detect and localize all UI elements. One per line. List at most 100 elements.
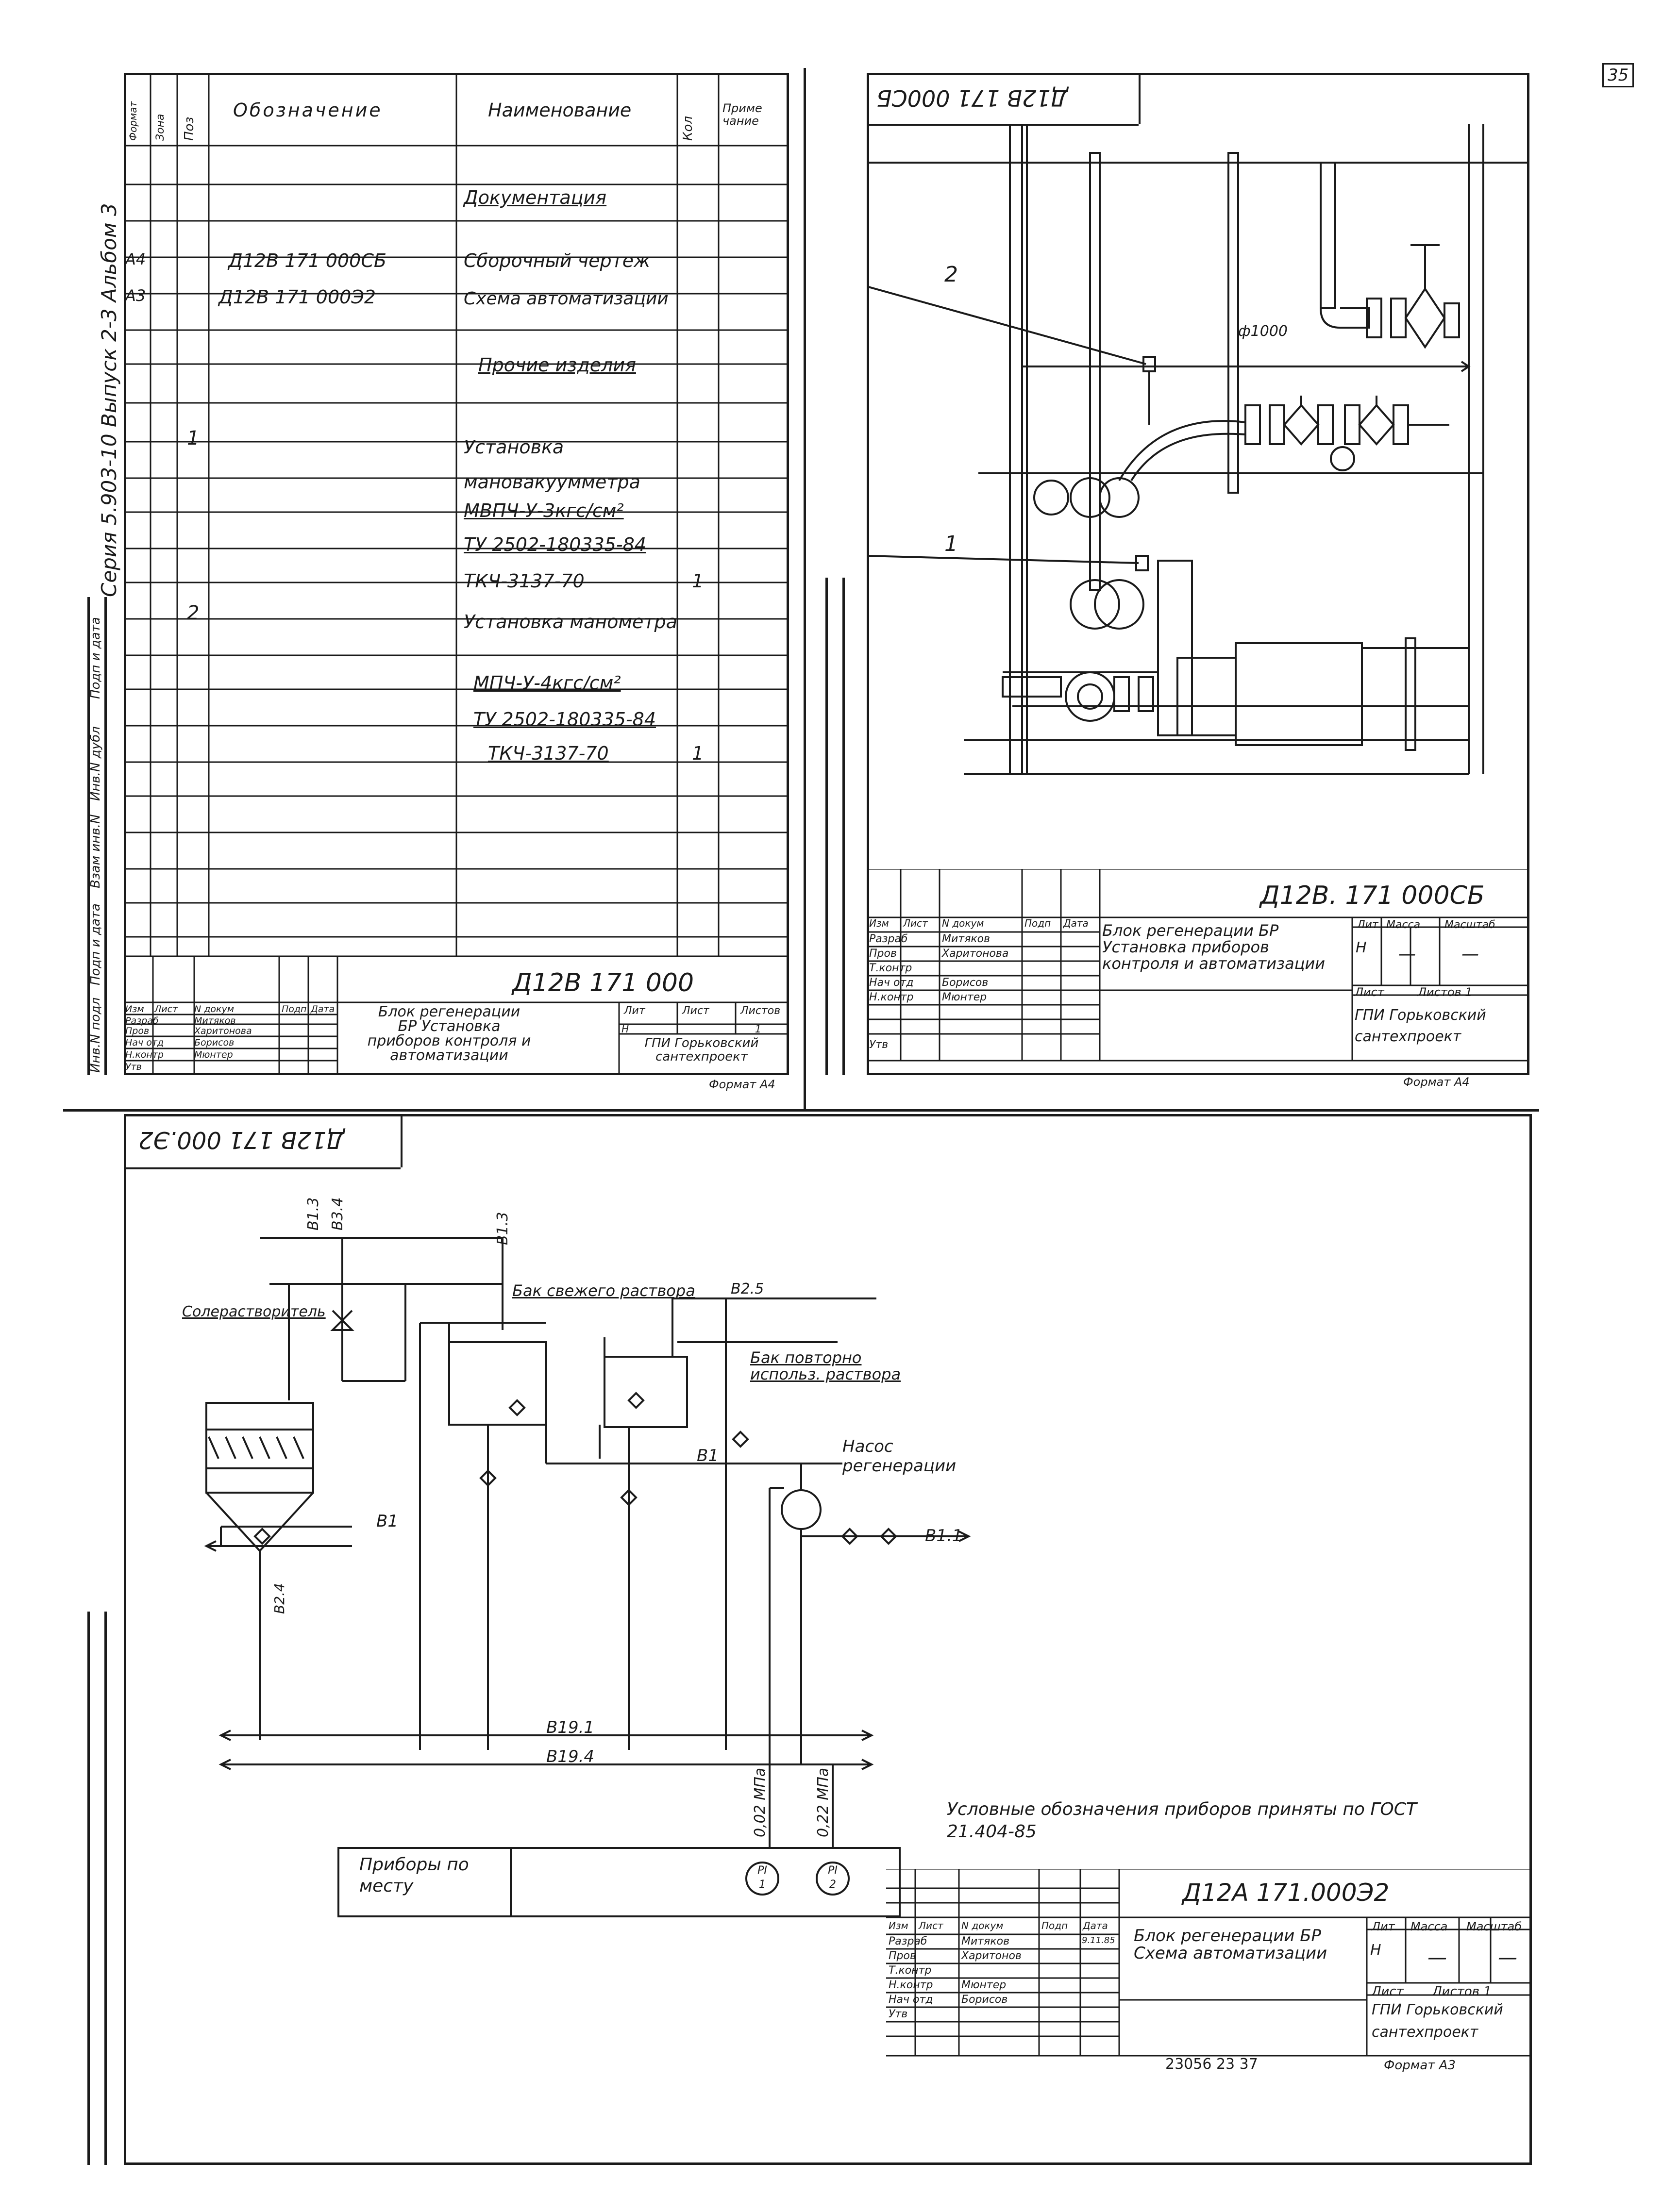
stamp-line [124, 1167, 401, 1169]
tb-label: Изм [889, 1920, 908, 1931]
spec-row-section: Прочие изделия [478, 354, 636, 376]
tb-role: Н.контр [869, 991, 914, 1003]
tb-role: Разраб [889, 1935, 927, 1947]
automation-scheme-drawing: В1.3 В3.4 В1.3 В2.5 В1 В1 В1.1 В19.1 В19… [204, 1197, 971, 1847]
tb-label: Изм [869, 917, 889, 929]
label-fresh-tank: Бак свежего раствора [512, 1281, 695, 1300]
sheet2-org: ГПИ Горьковский сантехпроект [1355, 1007, 1486, 1045]
spec-row-pos: 1 [187, 427, 200, 449]
side-field-inv-dup: Инв.N дубл [88, 726, 103, 801]
pressure-label-2: 0,22 МПа [815, 1768, 832, 1837]
tb-role-name: Мюнтер [942, 991, 987, 1003]
spec-row-section: Документация [464, 187, 607, 208]
instrument-code: PI [757, 1864, 767, 1877]
sheet2-format: Формат А4 [1403, 1075, 1470, 1089]
tb-role-name: Митяков [194, 1015, 236, 1026]
pressure-label-1: 0,02 МПа [752, 1768, 769, 1837]
spec-row-designation: Д12В 171 000Э2 [218, 286, 376, 308]
tb-lit-hdr: Лист [682, 1005, 709, 1017]
tb-lit-val: — [1427, 1946, 1447, 1969]
tb-role-name: Мюнтер [961, 1979, 1007, 1991]
pipe-label-b13: В1.3 [305, 1197, 322, 1231]
pipe-label-b1: В1 [376, 1512, 398, 1531]
hdr-name: Наименование [488, 100, 632, 121]
hdr-format: Формат [127, 101, 139, 141]
tb-lit-val: Н [1356, 939, 1367, 956]
pipe-label-b11: В1.1 [925, 1526, 962, 1546]
spec-row-name: Сборочный чертеж [464, 250, 651, 271]
tb-role: Пров [869, 948, 897, 960]
tb-role: Т.контр [869, 962, 912, 974]
tb-lit-hdr: Масса [1410, 1920, 1448, 1933]
tb-role-name: Борисов [942, 977, 989, 989]
side-strip-line [87, 1612, 90, 2165]
tb-role: Пров [889, 1950, 916, 1962]
sheet2-title-grid [867, 869, 1529, 1062]
tb-lit-hdr: Лит [1357, 919, 1378, 931]
tb-label: Изм [125, 1004, 144, 1015]
tb-role-name: Харитонова [942, 948, 1009, 960]
sheet2-frame [867, 73, 1529, 1075]
spec-row-name: ТКЧ-3137-70 [464, 570, 585, 592]
tb-role: Разраб [869, 933, 908, 945]
spec-row-name: МВПЧ-У-3кгс/см² [464, 500, 624, 521]
pipe-label-b34: В3.4 [329, 1197, 346, 1231]
pipe-label-b194: В19.4 [546, 1747, 594, 1766]
instrument-num: 2 [829, 1879, 836, 1891]
tb-role: Н.контр [125, 1049, 164, 1060]
spec-row-designation: Д12В 171 000СБ [228, 250, 386, 271]
instrument-num: 1 [759, 1879, 766, 1891]
tb-role: Утв [869, 1039, 889, 1051]
tb-role-name: Митяков [961, 1935, 1010, 1947]
tb-role: Утв [889, 2008, 908, 2020]
tb-lit-hdr: Лит [1372, 1920, 1395, 1933]
sheet3-code: Д12А 171.000Э2 [1182, 1879, 1390, 1907]
sheet3-frame [124, 1114, 1532, 2165]
sheet1-org: ГПИ Горьковский сантехпроект [644, 1036, 759, 1064]
spec-row-format: А3 [125, 286, 146, 305]
tb-label: Лист [154, 1004, 178, 1015]
sheet1-series-label: Серия 5.903-10 Выпуск 2-3 Альбом 3 [97, 203, 121, 597]
tb-lit-val: Н [1370, 1942, 1381, 1959]
pipe-label-b25: В2.5 [731, 1281, 764, 1297]
pipe-label-b191: В19.1 [546, 1718, 594, 1737]
spec-row-name: Установка манометра [464, 611, 677, 632]
instrument-code: PI [828, 1864, 838, 1877]
label-reuse-tank: Бак повторно использ. раствора [750, 1348, 901, 1383]
side-field-inv-orig: Инв.N подл [88, 997, 103, 1073]
hdr-qty: Кол [681, 116, 695, 141]
tb-sheets: Листов 1 [1432, 1984, 1492, 1999]
sheet3-title-grid [886, 1869, 1532, 2057]
label-salt-dissolver: Солерастворитель [182, 1303, 326, 1320]
sheet2-stamp: Д12В 171 000СБ [876, 85, 1068, 111]
tb-role: Нач отд [125, 1037, 164, 1048]
tb-label: Дата [1063, 917, 1089, 929]
hdr-pos: Поз [182, 116, 197, 141]
tb-lit-hdr: Листов [740, 1005, 781, 1017]
stamp-line [401, 1114, 403, 1167]
side-field-sign-date: Подп и дата [88, 903, 103, 985]
hdr-note: Приме чание [722, 101, 762, 128]
dimension-label: ф1000 [1238, 323, 1288, 340]
tb-label: Подп [1024, 917, 1051, 929]
sheet1-format: Формат А4 [709, 1078, 775, 1091]
pipe-label-b1b: В1 [697, 1446, 719, 1465]
sheet1-title-grid [124, 956, 789, 1075]
tb-label: Лист [919, 1920, 943, 1931]
tb-label: Дата [1083, 1920, 1108, 1931]
spec-row-qty: 1 [692, 570, 704, 592]
pipe-label-b24: В2.4 [271, 1583, 287, 1614]
tb-date: 9.11.85 [1082, 1935, 1115, 1946]
tb-label: N докум [961, 1920, 1004, 1931]
sheet1-title: Блок регенерации БР Установка приборов к… [367, 1003, 531, 1064]
tb-lit-val: — [1398, 944, 1416, 964]
spec-grid [124, 73, 789, 957]
hdr-designation: Обозначение [233, 100, 383, 121]
tb-sheet: Лист [1372, 1984, 1404, 1999]
tb-label: Подп [1041, 1920, 1068, 1931]
tb-label: Дата [311, 1004, 335, 1015]
tb-role-name: Мюнтер [194, 1049, 233, 1060]
tb-lit-val: 1 [755, 1023, 761, 1035]
sheet2-code: Д12В. 171 000СБ [1260, 881, 1485, 910]
side-strip-line [104, 1612, 107, 2165]
